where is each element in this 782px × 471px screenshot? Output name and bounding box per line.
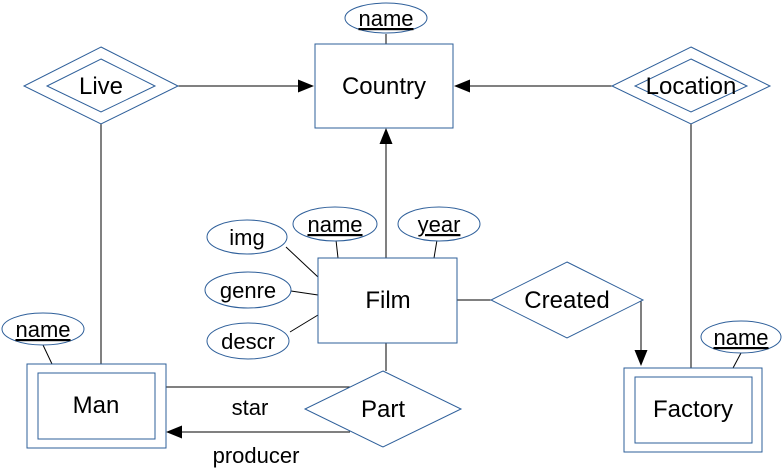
edge-factory-name xyxy=(732,352,742,369)
attribute-man-name-ellipse xyxy=(1,312,85,346)
attribute-film-name-ellipse xyxy=(292,206,378,242)
edge-film-name xyxy=(335,239,339,259)
entity-factory-inner-box xyxy=(634,376,753,444)
entity-country[interactable]: Country xyxy=(314,43,454,129)
edge-film-genre xyxy=(290,290,319,296)
attribute-film-img-ellipse xyxy=(206,219,288,255)
role-producer-label: producer xyxy=(213,443,300,468)
edge-film-img xyxy=(285,246,319,278)
entity-factory-label: Factory xyxy=(653,396,733,423)
attribute-film-year[interactable]: year xyxy=(397,206,481,242)
relationship-created[interactable]: Created xyxy=(489,261,645,339)
role-star-label: star xyxy=(232,395,269,420)
attribute-factory-name-ellipse xyxy=(700,320,782,354)
relationship-part[interactable]: Part xyxy=(303,370,463,448)
arrowhead-factory xyxy=(634,350,648,366)
attribute-country-name-ellipse xyxy=(344,2,428,34)
relationship-location[interactable]: Location xyxy=(610,46,772,125)
attribute-film-name-label: name xyxy=(307,212,362,237)
entity-factory[interactable]: Factory xyxy=(623,367,763,453)
entity-country-box xyxy=(314,43,454,129)
relationship-live[interactable]: Live xyxy=(22,46,180,125)
arrowhead-man xyxy=(166,425,182,439)
relationship-live-inner xyxy=(45,58,157,113)
entity-film-label: Film xyxy=(365,287,410,314)
arrowhead-country-left xyxy=(298,79,314,93)
attribute-man-name-label: name xyxy=(15,317,70,342)
edge-man-name xyxy=(42,344,53,365)
entity-man-label: Man xyxy=(73,392,120,419)
edge-film-year xyxy=(433,239,438,259)
attribute-film-descr[interactable]: descr xyxy=(206,322,290,360)
attribute-film-img-label: img xyxy=(229,225,264,250)
entity-film[interactable]: Film xyxy=(317,257,458,344)
attribute-factory-name-label: name xyxy=(713,325,768,350)
attribute-factory-name[interactable]: name xyxy=(700,320,782,354)
attribute-film-name[interactable]: name xyxy=(292,206,378,242)
entity-man-inner-box xyxy=(37,372,156,440)
attribute-film-genre-ellipse xyxy=(204,271,292,309)
attribute-film-descr-ellipse xyxy=(206,322,290,360)
relationship-created-diamond xyxy=(489,261,645,339)
relationship-location-inner xyxy=(633,58,749,113)
attribute-film-img[interactable]: img xyxy=(206,219,288,255)
relationship-part-label: Part xyxy=(361,396,405,423)
edge-film-descr xyxy=(289,314,319,333)
attribute-film-year-ellipse xyxy=(397,206,481,242)
relationship-live-label: Live xyxy=(79,73,123,100)
arrowhead-country-right xyxy=(454,79,470,93)
arrowhead-country-bottom xyxy=(379,128,393,144)
entity-country-label: Country xyxy=(342,73,426,100)
attribute-country-name[interactable]: name xyxy=(344,2,428,34)
relationship-part-diamond xyxy=(303,370,463,448)
attribute-man-name[interactable]: name xyxy=(1,312,85,346)
relationship-location-label: Location xyxy=(646,73,737,100)
edges xyxy=(42,34,742,439)
attribute-film-genre[interactable]: genre xyxy=(204,271,292,309)
attribute-film-descr-label: descr xyxy=(221,329,275,354)
attribute-country-name-label: name xyxy=(358,6,413,31)
attribute-film-year-label: year xyxy=(418,212,461,237)
entity-man[interactable]: Man xyxy=(26,363,167,449)
attribute-film-genre-label: genre xyxy=(220,278,276,303)
entity-film-box xyxy=(317,257,458,344)
relationship-created-label: Created xyxy=(524,287,609,314)
